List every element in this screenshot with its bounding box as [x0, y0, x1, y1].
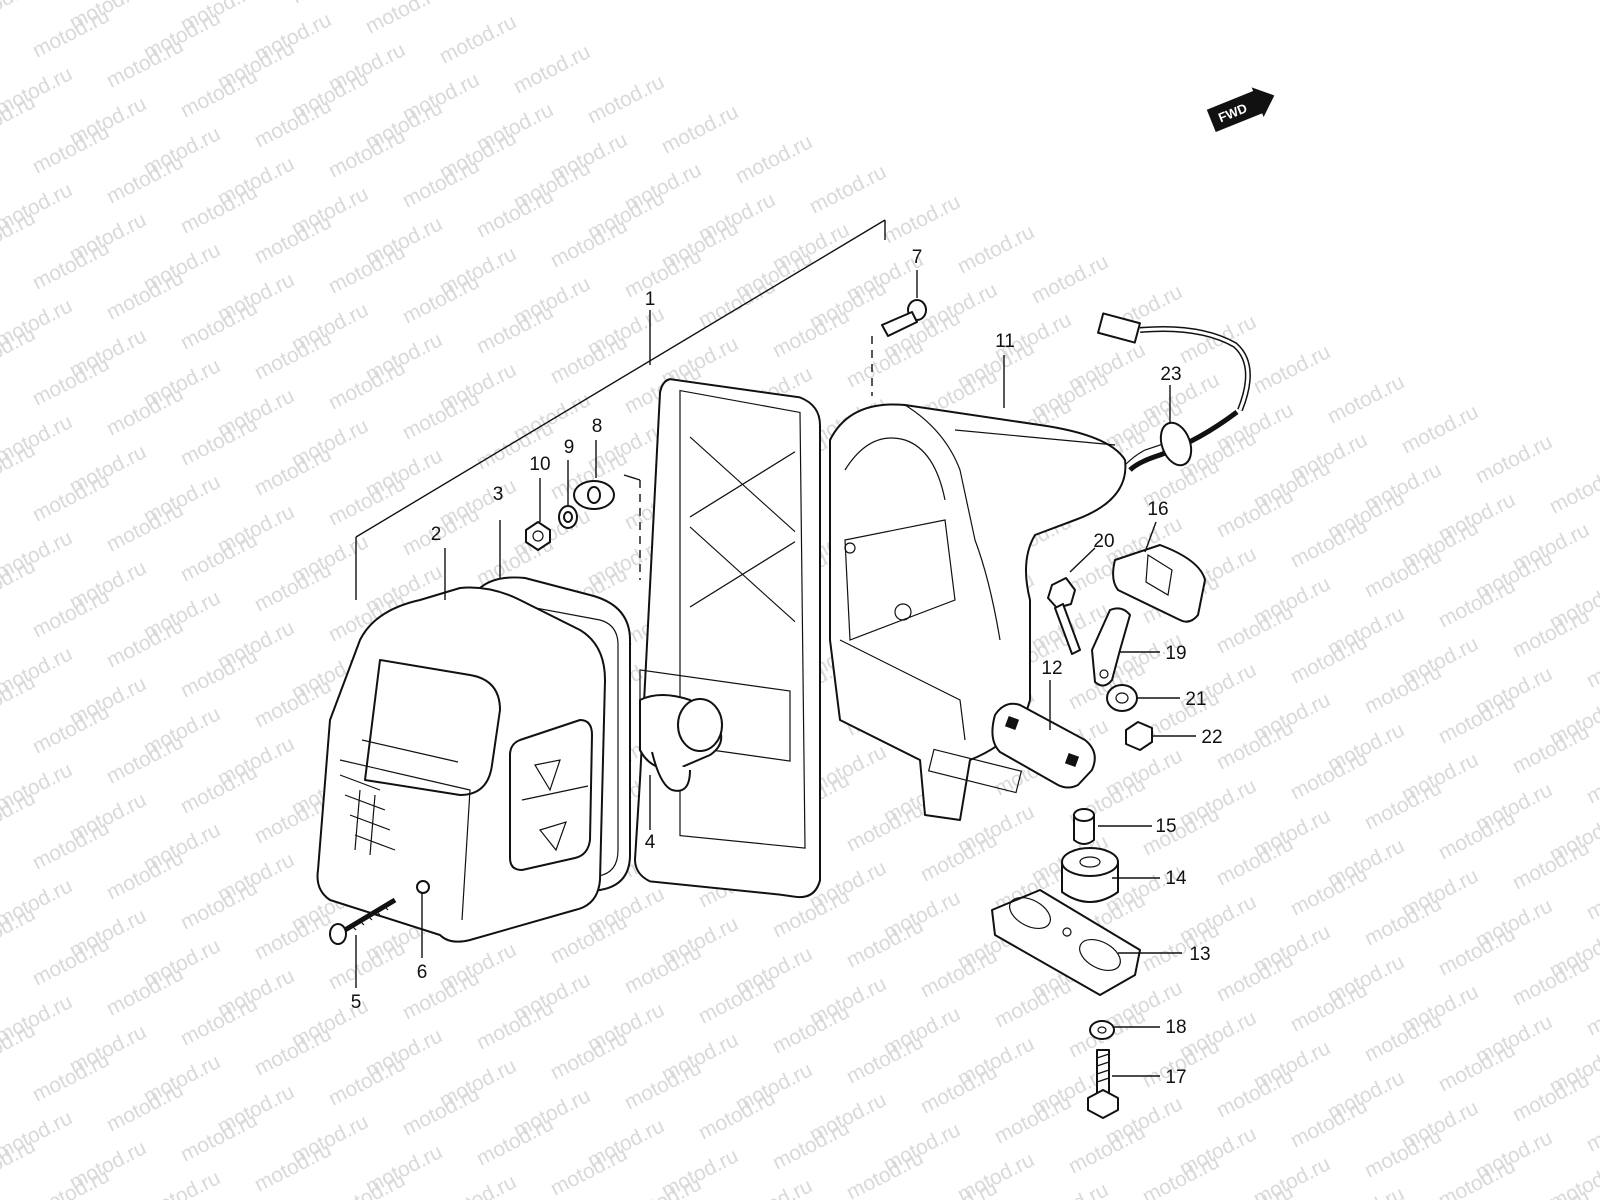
watermark-text: motod.ru: [288, 0, 372, 8]
watermark-text: motod.ru: [0, 1076, 2, 1134]
callout-14: 14: [1165, 868, 1187, 889]
watermark-text: motod.ru: [732, 1174, 816, 1200]
lens-2: [316, 586, 606, 943]
watermark-text: motod.ru: [806, 160, 890, 218]
spacer-15: [1073, 808, 1095, 845]
watermark-text: motod.ru: [0, 496, 2, 554]
watermark-text: motod.ru: [1583, 1098, 1600, 1156]
callout-10: 10: [529, 454, 550, 475]
callout-5: 5: [351, 992, 362, 1013]
watermark-text: motod.ru: [0, 264, 2, 322]
clamp-12: [991, 702, 1096, 789]
screw-5: [329, 897, 397, 945]
watermark-text: motod.ru: [1583, 634, 1600, 692]
socket-4: [639, 694, 723, 792]
watermark-text: motod.ru: [0, 0, 39, 32]
watermark-text: motod.ru: [0, 612, 2, 670]
watermark-text: motod.ru: [0, 32, 2, 90]
watermark-text: motod.ru: [1583, 750, 1600, 808]
watermark-text: motod.ru: [954, 220, 1038, 278]
leader-lines: [355, 270, 1196, 1077]
callout-15: 15: [1155, 816, 1176, 837]
callout-6: 6: [417, 962, 428, 983]
callout-23: 23: [1160, 364, 1181, 385]
watermark-text: motod.ru: [0, 728, 2, 786]
watermark-text: motod.ru: [436, 10, 520, 68]
watermark-text: motod.ru: [1583, 982, 1600, 1040]
callout-20: 20: [1093, 531, 1114, 552]
hardware-21-22: [1106, 684, 1153, 751]
assembly-bracket: [355, 219, 886, 600]
callout-labels: 1 2 3 4 5 6 7 8 9 10 11 12 13 14 15 16 1…: [351, 247, 1223, 1088]
watermark-text: motod.ru: [0, 380, 2, 438]
cover-16: [1112, 544, 1206, 623]
callout-16: 16: [1147, 499, 1168, 520]
watermark-text: motod.ru: [1324, 1182, 1408, 1200]
plate-13: [991, 889, 1141, 996]
callout-7: 7: [912, 247, 923, 268]
watermark-text: motod.ru: [1324, 370, 1408, 428]
watermark-text: motod.ru: [436, 1170, 520, 1200]
callout-4: 4: [645, 832, 656, 853]
callout-12: 12: [1041, 658, 1062, 679]
callout-2: 2: [431, 524, 442, 545]
callout-3: 3: [493, 484, 504, 505]
callout-19: 19: [1165, 643, 1186, 664]
callout-13: 13: [1189, 944, 1210, 965]
callout-8: 8: [592, 416, 603, 437]
callout-17: 17: [1165, 1067, 1186, 1088]
watermark-text: motod.ru: [325, 1168, 409, 1200]
bolt-17: [1087, 1049, 1119, 1119]
lamp-frame: [634, 378, 821, 899]
clamp-19: [1091, 607, 1131, 687]
watermark-text: motod.ru: [1250, 340, 1334, 398]
watermark-text: motod.ru: [140, 1166, 224, 1200]
watermark-text: motod.ru: [584, 70, 668, 128]
watermark-text: motod.ru: [1472, 430, 1556, 488]
watermark-text: motod.ru: [29, 1164, 113, 1200]
watermark-text: motod.ru: [0, 844, 2, 902]
callout-9: 9: [564, 437, 575, 458]
watermark-text: motod.ru: [880, 190, 964, 248]
callout-18: 18: [1165, 1017, 1186, 1038]
washer-18: [1089, 1020, 1115, 1040]
watermark-text: motod.ru: [1398, 400, 1482, 458]
watermark-text: motod.ru: [0, 148, 2, 206]
callout-21: 21: [1185, 689, 1206, 710]
wire-harness-23: [1097, 312, 1251, 472]
watermark-text: motod.ru: [1546, 460, 1600, 518]
bolt-7: [871, 299, 927, 396]
cushion-14: [1061, 847, 1119, 903]
bolt-20: [1047, 577, 1081, 655]
bracket-11: [829, 403, 1176, 821]
watermark-text: motod.ru: [1028, 250, 1112, 308]
watermark-text: motod.ru: [510, 40, 594, 98]
watermark-text: motod.ru: [0, 960, 2, 1018]
watermark-text: motod.ru: [732, 130, 816, 188]
fwd-arrow-icon: FWD: [1206, 87, 1275, 133]
callout-1: 1: [645, 289, 656, 310]
callout-11: 11: [995, 331, 1015, 352]
watermark-text: motod.ru: [362, 0, 446, 38]
hardware-8-9-10: [525, 474, 641, 580]
watermark-text: motod.ru: [658, 100, 742, 158]
watermark-text: motod.ru: [1028, 1178, 1112, 1200]
watermark-text: motod.ru: [1583, 866, 1600, 924]
callout-22: 22: [1201, 727, 1222, 748]
